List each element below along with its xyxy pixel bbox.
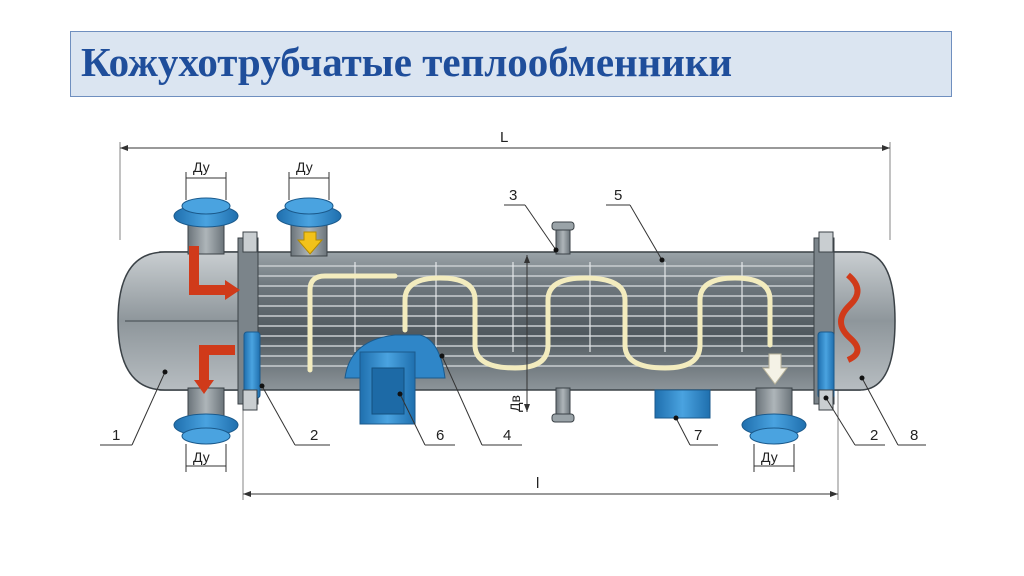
flow-arrow-return	[838, 272, 861, 363]
right-flange-2	[817, 331, 835, 399]
callout-6: 6	[397, 391, 455, 446]
dimension-du-top-second: Ду	[288, 159, 330, 200]
svg-text:6: 6	[436, 427, 444, 444]
svg-text:Ду: Ду	[193, 159, 210, 175]
svg-text:4: 4	[503, 427, 511, 444]
page-title: Кожухотрубчатые теплообменники	[81, 39, 733, 85]
callout-3: 3	[504, 187, 559, 253]
vent-nozzle-3	[551, 221, 575, 423]
svg-text:2: 2	[310, 427, 318, 444]
svg-text:2: 2	[870, 427, 878, 444]
callout-8: 8	[859, 375, 926, 446]
flow-arrow-shell-out	[762, 353, 788, 385]
flow-arrow-shell-in	[296, 231, 324, 255]
dimension-l-label: l	[536, 475, 539, 492]
dimension-du-bottom-right: Ду	[753, 444, 795, 472]
callout-5: 5	[606, 187, 665, 263]
callout-7: 7	[673, 415, 718, 446]
callout-2-right: 2	[823, 395, 885, 446]
right-head	[829, 251, 896, 391]
left-flange-2	[243, 331, 261, 399]
support-7	[654, 389, 711, 419]
svg-text:1: 1	[112, 427, 120, 444]
nozzle-bottom-left	[173, 387, 239, 445]
flow-arrow-out	[199, 345, 235, 380]
dimension-l: l	[242, 380, 839, 500]
tube-bundle	[245, 265, 830, 367]
dimension-du-bottom-left: Ду	[185, 444, 227, 472]
coil-path	[307, 273, 773, 373]
dimension-du-top-left: Ду	[185, 159, 227, 200]
dimension-L-label: L	[500, 129, 508, 146]
svg-text:Ду: Ду	[193, 449, 210, 465]
callout-4: 4	[439, 353, 522, 446]
svg-text:Ду: Ду	[761, 449, 778, 465]
svg-text:Ду: Ду	[296, 159, 313, 175]
callout-2-left: 2	[259, 383, 330, 446]
dimension-L: L	[119, 129, 891, 240]
dimension-dv: Дв	[507, 255, 530, 412]
svg-text:3: 3	[509, 187, 517, 204]
svg-text:5: 5	[614, 187, 622, 204]
flow-arrow-in	[189, 246, 225, 295]
callout-1: 1	[100, 369, 168, 446]
nozzle-bottom-right	[741, 387, 807, 445]
svg-text:7: 7	[694, 427, 702, 444]
nozzle-top-left	[173, 197, 239, 255]
title-banner: Кожухотрубчатые теплообменники	[70, 31, 952, 97]
svg-text:8: 8	[910, 427, 918, 444]
svg-text:Дв: Дв	[507, 395, 523, 412]
